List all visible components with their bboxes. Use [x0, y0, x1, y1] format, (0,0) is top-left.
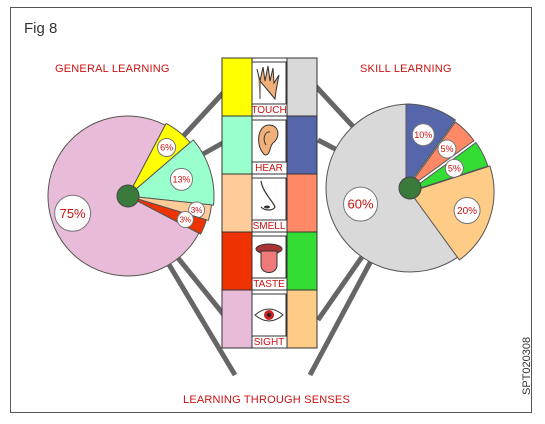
general-learning-title: GENERAL LEARNING: [55, 63, 170, 75]
sense-label: HEAR: [255, 163, 283, 174]
pie-label-bubble: [411, 123, 435, 147]
nose-icon: [251, 177, 287, 221]
sense-label: SIGHT: [254, 337, 285, 348]
sense-label: TASTE: [253, 279, 285, 290]
sense-panel-hear: HEAR: [221, 115, 318, 175]
pie-value-label: 20%: [457, 206, 477, 217]
pie-value-label: 6%: [160, 143, 173, 153]
sense-panel-touch: TOUCH: [221, 57, 318, 117]
eye-icon: [251, 293, 287, 337]
pie-center: [116, 184, 140, 208]
pie-value-label: 3%: [180, 215, 192, 224]
sense-panel-sight: SIGHT: [221, 289, 318, 349]
pie-center: [398, 176, 422, 200]
sense-label: TOUCH: [251, 105, 286, 116]
skill-learning-pie: 60% 10% 5% 5% 20%: [325, 103, 495, 273]
ear-icon: [251, 119, 287, 163]
general-learning-pie: 75% 6% 13% 3%3%: [47, 115, 215, 277]
sense-panel-taste: TASTE: [221, 231, 318, 291]
pie-label-bubble: [437, 139, 457, 159]
sense-panel-smell: SMELL: [221, 173, 318, 233]
sense-label: SMELL: [253, 221, 286, 232]
tongue-icon: [251, 235, 287, 279]
pie-slice-touch: [325, 103, 461, 273]
pie-value-label: 3%: [191, 206, 203, 215]
pie-slice-smell: [405, 121, 475, 191]
pie-value-label: 5%: [441, 144, 454, 154]
figure-number: Fig 8: [24, 20, 58, 37]
pie-value-label: 5%: [448, 164, 461, 174]
sense-panels: TOUCH HEAR SMELL TASTE SIGHT: [221, 57, 318, 349]
hand-icon: [251, 61, 287, 105]
pie-label-bubble: [157, 137, 177, 157]
pie-label-bubble: [343, 186, 379, 222]
pie-slice-hear: [126, 139, 215, 206]
pie-slice-sight: [409, 165, 495, 261]
learning-through-senses-title: LEARNING THROUGH SENSES: [183, 394, 350, 406]
skill-learning-title: SKILL LEARNING: [360, 63, 452, 75]
pie-value-label: 75%: [60, 206, 86, 221]
pie-label-bubble: [169, 167, 193, 191]
pie-value-label: 60%: [348, 197, 374, 212]
pie-value-label: 13%: [172, 175, 190, 185]
figure-frame: [10, 7, 532, 413]
pie-label-bubble: [453, 197, 481, 225]
pie-label-bubble: [176, 211, 194, 229]
pie-value-label: 10%: [414, 130, 432, 140]
pie-label-bubble: [54, 194, 92, 232]
